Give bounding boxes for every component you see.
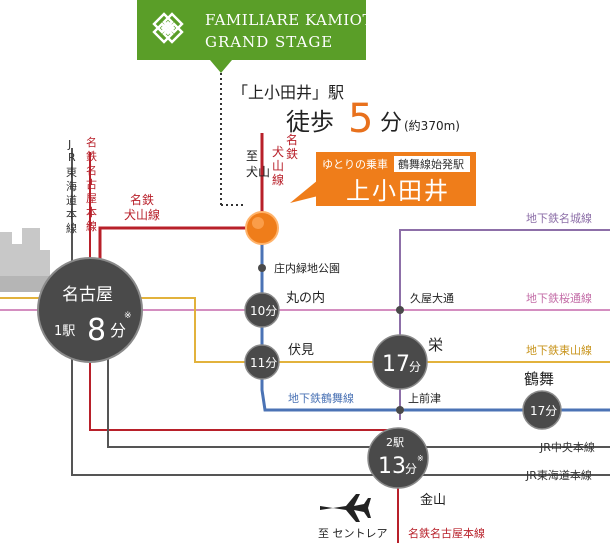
station-tsurumai-label: 鶴舞	[524, 370, 554, 388]
station-kanayama-time-unit: 分	[405, 462, 417, 476]
svg-text:名: 名	[286, 132, 298, 147]
station-kanayama-prefix: 2駅	[386, 436, 404, 449]
banner-title-line2: GRAND STAGE	[205, 33, 333, 51]
label-meijo: 地下鉄名城線	[526, 211, 592, 225]
walk-unit: 分	[380, 111, 402, 136]
label-centrair: 至 セントレア	[318, 527, 388, 540]
station-marunouchi-time: 10分	[250, 304, 277, 318]
banner-pointer	[210, 60, 232, 73]
station-marunouchi-label: 丸の内	[286, 290, 325, 306]
label-meitetsu-inuyama: 名鉄 犬山線	[124, 192, 160, 222]
label-meitetsu-nagoya: 名鉄名古屋本線	[408, 526, 485, 540]
station-sakae-time-num: 17	[382, 352, 410, 377]
city-silhouette-icon	[0, 228, 52, 292]
svg-text:古: 古	[86, 178, 97, 191]
svg-text:屋: 屋	[86, 192, 97, 205]
label-jr-tokaido-vertical: J R 東 海 道 本 線	[66, 138, 77, 235]
station-nagoya-note: ※	[124, 311, 132, 321]
station-kanayama-time-num: 13	[378, 454, 406, 479]
station-tsurumai-time: 17分	[530, 404, 557, 418]
station-kamiotai-highlight	[252, 217, 264, 229]
station-nagoya-marker[interactable]	[37, 257, 143, 363]
label-jr-tokaido: JR東海道本線	[525, 468, 592, 482]
station-kanayama-marker[interactable]	[367, 427, 429, 489]
svg-text:線: 線	[66, 221, 77, 235]
callout-station-name: 上小田井	[346, 177, 450, 205]
label-inuyama-to: 至 犬山	[246, 149, 270, 179]
svg-text:本: 本	[86, 205, 97, 219]
callout-tag-badge	[394, 156, 470, 172]
svg-text:海: 海	[66, 179, 77, 193]
station-nagoya-name: 名古屋	[62, 285, 113, 305]
callout-tag-relaxed: ゆとりの乗車	[322, 157, 388, 171]
svg-text:犬: 犬	[272, 145, 284, 159]
station-kamimaezu-dot[interactable]	[396, 406, 404, 414]
svg-text:鉄: 鉄	[86, 149, 97, 163]
line-jr-chuo	[107, 340, 610, 448]
svg-text:山: 山	[272, 159, 284, 173]
station-kanayama-note: ※	[417, 454, 424, 463]
station-shonai-label: 庄内緑地公園	[274, 261, 340, 275]
svg-text:本: 本	[66, 207, 77, 221]
callout-pointer	[290, 180, 318, 203]
svg-text:名: 名	[86, 135, 97, 149]
station-sakae-label: 栄	[428, 336, 443, 354]
label-jr-chuo: JR中央本線	[539, 440, 595, 454]
label-higashiyama: 地下鉄東山線	[526, 343, 592, 357]
svg-text:至: 至	[246, 149, 258, 163]
station-fushimi-marker[interactable]	[244, 344, 280, 380]
line-meitetsu-inuyama-west	[98, 226, 262, 265]
station-nagoya-unit: 分	[110, 321, 126, 340]
station-shonai-dot[interactable]	[258, 264, 266, 272]
walk-station-label: 「上小田井」駅	[232, 83, 344, 102]
svg-text:J: J	[67, 138, 71, 151]
station-marunouchi-marker[interactable]	[244, 292, 280, 328]
station-nagoya-minutes: 8	[87, 313, 106, 348]
svg-text:名: 名	[86, 163, 97, 177]
brand-logo-icon	[152, 12, 184, 44]
label-sakuradori: 地下鉄桜通線	[526, 291, 592, 305]
station-hisaya-label: 久屋大通	[410, 291, 454, 305]
svg-text:東: 東	[66, 166, 77, 179]
airplane-icon	[320, 494, 371, 522]
station-sakae-time-unit: 分	[409, 360, 421, 374]
callout-tag-start-station: 鶴舞線始発駅	[398, 157, 464, 171]
svg-text:線: 線	[86, 219, 97, 233]
station-hisaya-dot[interactable]	[396, 306, 404, 314]
label-meitetsu-inuyama-vertical: 名 鉄 犬 山 線	[272, 132, 298, 187]
station-kamimaezu-label: 上前津	[408, 391, 441, 405]
station-fushimi-time: 11分	[250, 356, 277, 370]
svg-text:犬山線: 犬山線	[124, 207, 160, 222]
walk-minutes: 5	[348, 96, 373, 142]
station-tsurumai-marker[interactable]	[522, 390, 562, 430]
station-fushimi-label: 伏見	[288, 343, 314, 358]
label-tsurumai: 地下鉄鶴舞線	[288, 391, 354, 405]
svg-text:名鉄: 名鉄	[130, 192, 154, 207]
svg-text:犬山: 犬山	[246, 165, 270, 179]
banner-title-line1: FAMILIARE KAMIOTAI	[205, 11, 390, 29]
station-kanayama-label: 金山	[420, 492, 446, 508]
line-tsurumai	[260, 228, 610, 412]
svg-text:線: 線	[272, 172, 284, 187]
svg-text:鉄: 鉄	[286, 146, 298, 161]
station-kamiotai-marker[interactable]	[245, 211, 279, 245]
walk-distance: (約370m)	[404, 118, 460, 133]
label-meitetsu-nagoya-vertical: 名 鉄 名 古 屋 本 線	[86, 135, 97, 233]
svg-text:道: 道	[66, 193, 77, 207]
svg-text:R: R	[68, 151, 76, 164]
station-nagoya-prefix: 1駅	[54, 324, 75, 339]
station-sakae-marker[interactable]	[372, 334, 428, 390]
walk-prefix: 徒歩	[286, 108, 334, 136]
